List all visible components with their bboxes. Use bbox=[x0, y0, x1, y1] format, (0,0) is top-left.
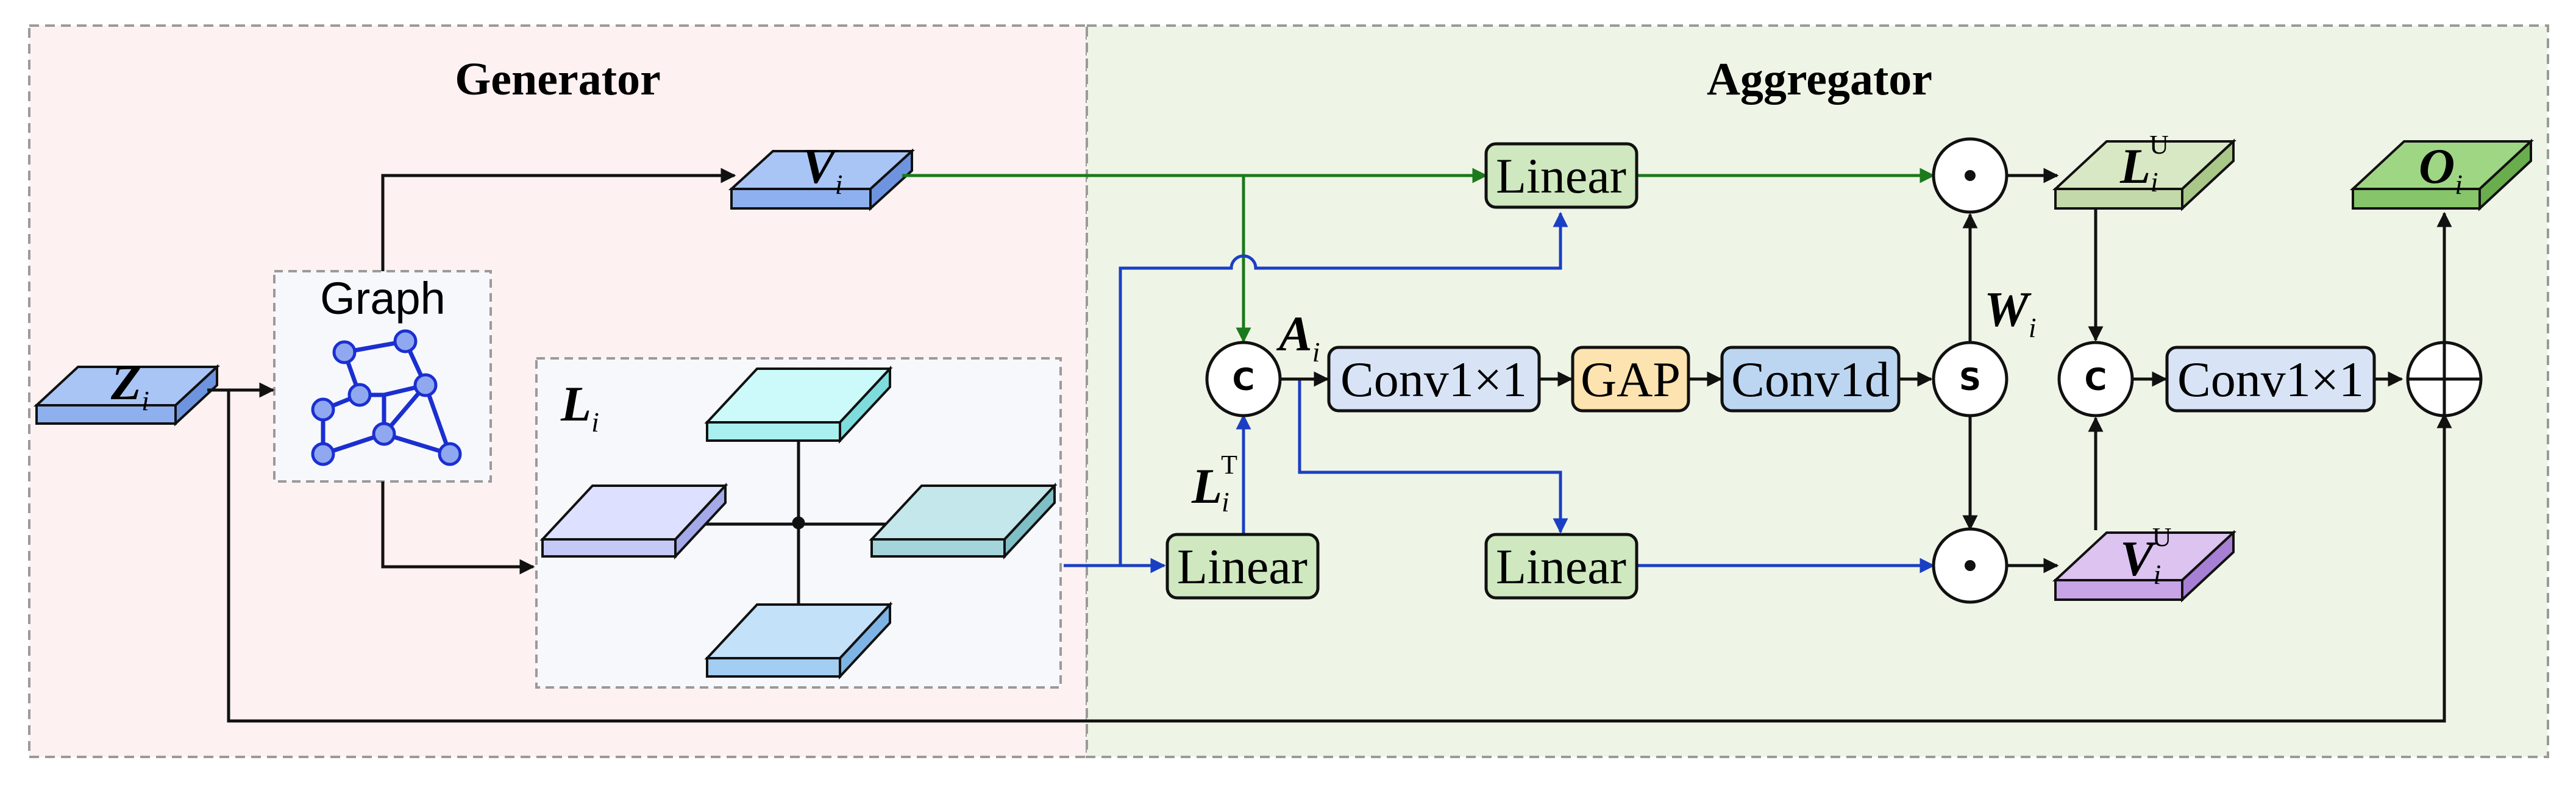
l-label: Li bbox=[560, 376, 599, 438]
generator-connectors bbox=[207, 168, 2452, 723]
l-cross-lines bbox=[677, 421, 896, 616]
linear-left-block bbox=[1165, 533, 1320, 600]
conv1d-block bbox=[1720, 346, 1901, 413]
svg-text:S: S bbox=[1959, 362, 1981, 397]
a-label: Ai bbox=[1276, 306, 1320, 367]
l-slab-right bbox=[869, 482, 1058, 560]
v-feature-slab bbox=[728, 148, 916, 211]
hadamard-top-op bbox=[1932, 137, 2008, 214]
gap-block bbox=[1571, 346, 1690, 413]
generator-title: Generator bbox=[455, 54, 661, 105]
svg-text:C: C bbox=[1233, 362, 1255, 397]
conv1d-label: Conv1d bbox=[1731, 352, 1890, 407]
black-path bbox=[1280, 168, 2452, 573]
aggregator-title: Aggregator bbox=[1707, 54, 1932, 105]
svg-text:C: C bbox=[2085, 362, 2107, 397]
add-op bbox=[2406, 341, 2483, 417]
vu-feature-slab bbox=[2052, 530, 2237, 603]
concat-op-2: C bbox=[2057, 341, 2134, 417]
o-label: Oi bbox=[2419, 138, 2463, 200]
lu-feature-slab bbox=[2052, 138, 2237, 211]
concat-op-1: C bbox=[1205, 341, 1282, 417]
w-label: Wi bbox=[1984, 282, 2037, 343]
linear-top-block bbox=[1484, 142, 1638, 209]
conv1x1-out-block bbox=[2165, 346, 2376, 413]
blue-path bbox=[1064, 211, 1935, 573]
hadamard-bottom-op bbox=[1932, 527, 2008, 604]
linear-left-label: Linear bbox=[1177, 539, 1308, 594]
linear-top-label: Linear bbox=[1496, 148, 1626, 204]
linear-mid-block bbox=[1484, 533, 1638, 600]
conv1x1-label: Conv1×1 bbox=[1340, 352, 1527, 407]
o-feature-slab bbox=[2349, 138, 2535, 211]
conv1x1-out-label: Conv1×1 bbox=[2177, 352, 2364, 407]
green-path bbox=[902, 168, 1935, 343]
graph-label: Graph bbox=[320, 273, 446, 324]
z-label: Zi bbox=[110, 355, 149, 416]
v-label: Vi bbox=[802, 138, 842, 200]
l-slab-bottom bbox=[704, 601, 893, 680]
softmax-op: S bbox=[1932, 341, 2008, 417]
l-slab-left bbox=[539, 482, 728, 560]
graph-icon bbox=[311, 329, 462, 466]
linear-mid-label: Linear bbox=[1496, 539, 1626, 594]
l-slab-top bbox=[704, 365, 893, 444]
conv1x1-block bbox=[1327, 346, 1541, 413]
z-feature-slab bbox=[33, 364, 221, 427]
gap-label: GAP bbox=[1581, 352, 1681, 407]
